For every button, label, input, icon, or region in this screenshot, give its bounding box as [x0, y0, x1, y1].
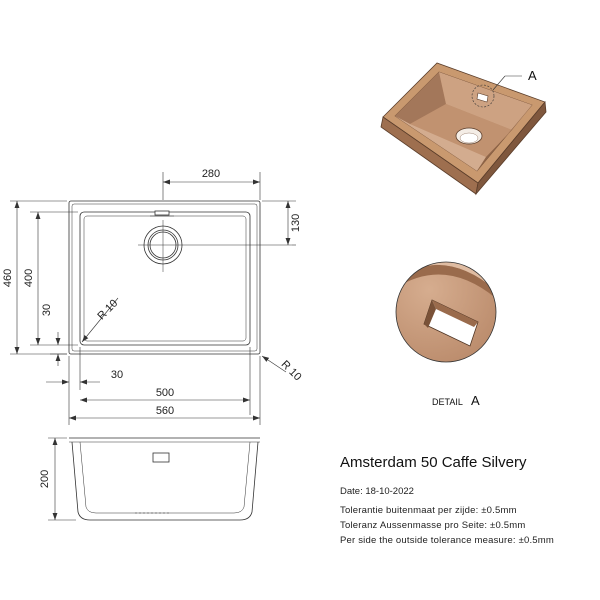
detail-callout-letter: A: [528, 68, 537, 83]
dim-rim-bottom: 30: [41, 304, 53, 316]
detail-label: DETAIL A: [432, 393, 480, 408]
detail-label-letter: A: [471, 393, 480, 408]
tolerance-english: Per side the outside tolerance measure: …: [340, 535, 555, 546]
dim-outer-width: 560: [156, 405, 174, 417]
radius-outer-label: R 10: [279, 358, 304, 383]
dim-inner-width: 500: [156, 387, 174, 399]
product-name: Amsterdam 50 Caffe Silvery: [340, 454, 527, 471]
tolerance-german: Toleranz Aussenmasse pro Seite: ±0.5mm: [340, 520, 526, 531]
sink-outer-outline: [68, 200, 261, 355]
drawing-date: Date: 18-10-2022: [340, 486, 414, 497]
dim-outer-height: 460: [2, 269, 14, 287]
detail-label-prefix: DETAIL: [432, 397, 463, 407]
tolerance-dutch: Tolerantie buitenmaat per zijde: ±0.5mm: [340, 505, 517, 516]
overflow-slot: [154, 210, 170, 216]
overflow-section: [152, 452, 170, 463]
detail-callout-circle: [471, 84, 495, 108]
radius-inner-label: R 10: [95, 297, 120, 322]
dim-depth: 200: [39, 470, 51, 488]
plan-view: [68, 200, 292, 355]
dim-drain-y: 130: [290, 214, 302, 232]
plan-dimension-labels: 280 130 460 400 30 30 500 560 R 10 R 10: [2, 168, 304, 417]
sink-3d-render: [380, 62, 547, 196]
plan-dimensions: [10, 172, 296, 425]
section-view: [48, 437, 260, 521]
detail-a-view: [395, 261, 497, 363]
sink-section-outer: [71, 441, 259, 521]
dim-inner-height: 400: [23, 269, 35, 287]
dim-drain-x: 280: [202, 168, 220, 180]
dim-rim-side: 30: [111, 369, 123, 381]
